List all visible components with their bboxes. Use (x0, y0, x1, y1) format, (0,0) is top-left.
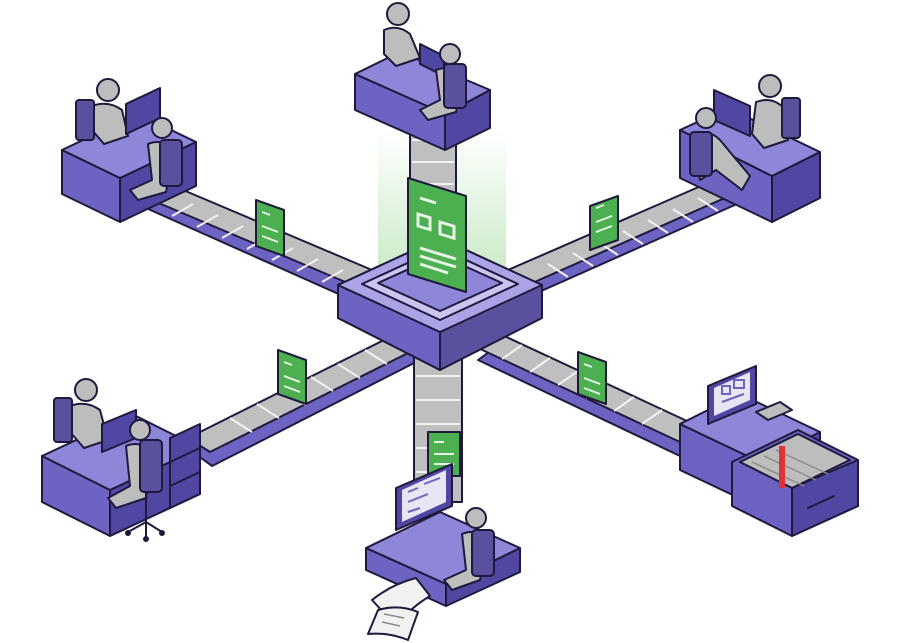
desk-station-upper-left (61, 78, 197, 223)
file-cabinet (169, 423, 201, 509)
document-icon (577, 351, 607, 405)
person-icon (751, 74, 789, 149)
chair (781, 97, 801, 139)
document-icon (277, 349, 307, 405)
person-icon (91, 78, 129, 145)
person-icon (383, 2, 421, 67)
chair (689, 131, 713, 177)
desk-station-lower-right (679, 365, 859, 537)
chair (443, 63, 467, 109)
chair (75, 99, 95, 141)
printed-paper-icon (367, 577, 431, 641)
paper-stack (755, 401, 793, 421)
desk-station-lower-left (41, 378, 201, 542)
chair (139, 439, 163, 493)
monitor-icon (713, 89, 751, 137)
monitor-icon (707, 365, 757, 425)
desk-station-upper-right (679, 74, 821, 223)
document-icon (407, 177, 467, 293)
monitor-icon (395, 463, 453, 531)
desk-station-bottom (365, 463, 521, 641)
chair (53, 397, 73, 443)
chair (471, 529, 495, 577)
person-icon (69, 378, 109, 449)
chair (159, 139, 183, 187)
document-icon (589, 195, 619, 251)
desk-station-top (354, 2, 491, 151)
red-marker (779, 446, 785, 488)
file-drawer-icon (731, 429, 859, 537)
document-icon (255, 199, 285, 257)
